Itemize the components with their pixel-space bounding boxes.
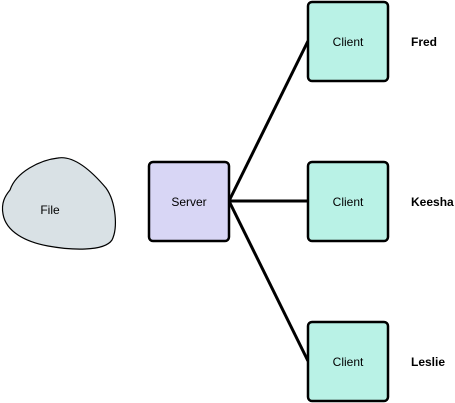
connector-server-client-fred bbox=[227, 40, 310, 202]
client-node-leslie: Client bbox=[306, 320, 390, 403]
client-label-leslie: Client bbox=[333, 355, 364, 369]
client-node-fred: Client bbox=[306, 0, 390, 83]
server-label: Server bbox=[171, 195, 206, 209]
file-node: File bbox=[1, 157, 116, 250]
client-box-fred bbox=[306, 0, 390, 83]
server-node: Server bbox=[147, 160, 231, 243]
user-label-leslie: Leslie bbox=[411, 355, 445, 369]
client-node-keesha: Client bbox=[306, 160, 390, 243]
client-box-keesha bbox=[306, 160, 390, 243]
client-box-leslie bbox=[306, 320, 390, 403]
file-shape bbox=[1, 157, 116, 250]
user-label-keesha: Keesha bbox=[411, 195, 454, 209]
file-label: File bbox=[40, 203, 60, 217]
user-label-fred: Fred bbox=[411, 35, 437, 49]
client-label-keesha: Client bbox=[333, 195, 364, 209]
server-box bbox=[147, 160, 231, 243]
connector-server-client-leslie bbox=[227, 200, 310, 362]
client-label-fred: Client bbox=[333, 35, 364, 49]
